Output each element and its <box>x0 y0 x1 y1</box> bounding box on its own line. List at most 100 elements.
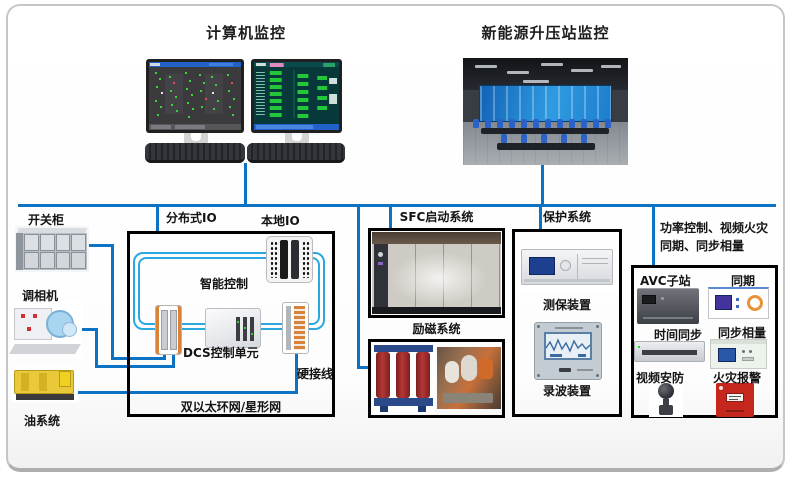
terminal-slot <box>161 310 168 350</box>
transformer-base-frame <box>374 398 433 406</box>
bus-drop-avc <box>652 204 655 267</box>
bus-drop-control-room <box>541 165 544 205</box>
wire-condenser-4 <box>172 354 175 368</box>
excitation-box <box>368 339 505 418</box>
coil <box>396 352 410 398</box>
phasor-button <box>742 350 745 353</box>
time-sync-device-photo <box>634 341 705 362</box>
monitor-stand-1 <box>184 133 208 145</box>
wire-switchgear-2 <box>111 244 114 360</box>
camera-photo <box>649 381 683 417</box>
chair <box>581 119 587 128</box>
chair <box>569 119 575 128</box>
door <box>71 234 86 251</box>
label-network-type: 双以太环网/星形网 <box>180 400 282 414</box>
dcs-port <box>250 317 254 341</box>
excitation-transformer-photo <box>372 343 435 414</box>
phasor-port <box>742 357 754 361</box>
desk-row-2 <box>497 143 595 150</box>
excitation-machinery-photo <box>437 347 501 409</box>
red-marker <box>33 314 37 318</box>
red-marker <box>27 327 31 331</box>
glare <box>388 244 501 307</box>
nameplate <box>555 327 583 329</box>
chair <box>557 119 563 128</box>
wire-condenser-1 <box>76 328 98 331</box>
relay-rack <box>521 249 613 285</box>
wave-recorder-photo <box>532 320 604 382</box>
chair <box>509 119 515 128</box>
time-sync-slot <box>642 350 697 355</box>
fire-alarm-panel-photo <box>716 383 754 417</box>
cabinet-room-top <box>372 232 501 244</box>
screen-button <box>578 354 586 357</box>
io-terminal-module-left <box>155 305 182 355</box>
chair <box>473 119 479 128</box>
chair <box>593 119 599 128</box>
sync-button <box>736 305 739 308</box>
scada-screen-1 <box>149 62 241 130</box>
recorder-text <box>577 369 593 371</box>
video-wall <box>479 85 612 122</box>
io-dot-column <box>302 241 310 278</box>
coil <box>416 352 430 398</box>
wire-switchgear-3 <box>111 357 166 360</box>
door <box>55 252 71 269</box>
wire-switchgear-1 <box>82 244 114 247</box>
label-measure-protect: 测保装置 <box>542 298 591 312</box>
screw <box>596 325 599 328</box>
chair <box>521 119 527 128</box>
wire-oil-2 <box>295 353 298 394</box>
label-distributed-io: 分布式IO <box>166 211 217 225</box>
avc-device-photo <box>637 288 699 324</box>
device-top-strip <box>711 340 766 344</box>
panel-divider <box>577 254 578 282</box>
phasor-screen <box>718 348 736 362</box>
scada-monitor-2 <box>251 59 342 133</box>
cabinet-doors <box>23 233 87 270</box>
label-excitation-system: 励磁系统 <box>412 322 461 336</box>
dcs-led <box>251 333 253 335</box>
terminal-strip <box>294 306 305 350</box>
ceramic-part <box>461 355 477 381</box>
wire-condenser-3 <box>95 365 175 368</box>
screen-button <box>550 354 562 357</box>
alarm-text-line <box>729 399 738 400</box>
chair <box>581 134 587 143</box>
label-protection-system: 保护系统 <box>542 210 591 224</box>
chair <box>605 119 611 128</box>
oil-system-photo <box>12 366 78 402</box>
label-switchgear: 开关柜 <box>28 213 65 227</box>
label-synchronization: 同期 <box>730 274 755 288</box>
chair <box>545 119 551 128</box>
alarm-text-line <box>729 396 741 397</box>
note-line-2: 同期、同步相量 <box>660 239 745 253</box>
door <box>71 252 86 269</box>
local-io-module <box>266 236 313 283</box>
transformer-top-frame <box>374 345 433 352</box>
red-marker <box>21 314 25 318</box>
label-condenser: 调相机 <box>22 289 59 303</box>
oil-column <box>39 373 47 391</box>
dcs-box <box>127 231 335 417</box>
door <box>39 252 55 269</box>
heading-station-monitoring: 新能源升压站监控 <box>481 24 610 42</box>
bus-drop-sfc <box>389 204 392 229</box>
screw <box>537 374 540 377</box>
door <box>39 234 55 251</box>
recorder-screen <box>544 332 592 360</box>
machine-base <box>9 344 81 354</box>
label-smart-control: 智能控制 <box>200 277 249 291</box>
cabinet-side <box>16 233 23 270</box>
screw <box>537 325 540 328</box>
sfc-box <box>368 228 505 318</box>
door <box>24 234 39 251</box>
gauge <box>378 252 383 257</box>
label-sfc-system: SFC启动系统 <box>399 210 474 224</box>
camera-neck <box>663 399 669 405</box>
ceiling-light <box>523 80 549 83</box>
bus-drop-dcs-box <box>156 204 159 232</box>
phasor-button <box>749 350 752 353</box>
keypad <box>560 260 571 271</box>
